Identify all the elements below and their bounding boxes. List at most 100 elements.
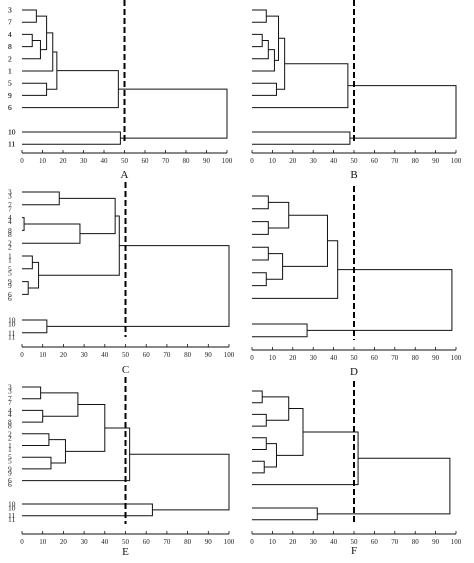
leaf-label-3: 3 bbox=[8, 6, 12, 15]
leaf-label-7: 7 bbox=[8, 204, 12, 213]
x-tick-label: 0 bbox=[20, 157, 24, 165]
merge-link bbox=[129, 453, 230, 511]
x-tick-label: 80 bbox=[412, 538, 420, 546]
merge-link bbox=[22, 32, 54, 72]
merge-link bbox=[22, 386, 42, 400]
leaf-label-9: 9 bbox=[8, 468, 12, 477]
x-tick-label: 0 bbox=[250, 157, 254, 165]
merge-link bbox=[307, 269, 453, 331]
x-tick-label: 10 bbox=[269, 157, 277, 165]
x-tick-label: 30 bbox=[310, 354, 318, 362]
leaf-label-9: 9 bbox=[8, 91, 12, 100]
x-tick-label: 30 bbox=[81, 538, 89, 546]
merge-link bbox=[22, 319, 48, 334]
x-tick-label: 80 bbox=[184, 538, 192, 546]
leaf-label-1: 1 bbox=[8, 252, 12, 261]
x-tick-label: 100 bbox=[451, 538, 462, 546]
leaf-label-2: 2 bbox=[8, 239, 12, 248]
x-tick-label: 40 bbox=[330, 157, 338, 165]
merge-link bbox=[347, 85, 457, 139]
merge-link bbox=[252, 195, 269, 210]
x-tick-label: 80 bbox=[412, 354, 420, 362]
panel-title: B bbox=[350, 169, 357, 181]
x-tick-label: 30 bbox=[310, 538, 318, 546]
leaf-label-6: 6 bbox=[8, 480, 12, 489]
leaf-label-11: 11 bbox=[8, 140, 15, 149]
leaf-label-7: 7 bbox=[8, 394, 12, 403]
leaf-label-3: 3 bbox=[8, 6, 12, 15]
leaf-label-10: 10 bbox=[8, 320, 16, 329]
leaf-label-6: 6 bbox=[8, 290, 12, 299]
merge-link bbox=[22, 70, 119, 109]
leaf-label-4: 4 bbox=[8, 410, 12, 419]
x-tick-label: 40 bbox=[101, 157, 109, 165]
merge-link bbox=[118, 88, 228, 139]
leaf-label-3: 3 bbox=[8, 192, 12, 201]
leaf-label-10: 10 bbox=[8, 128, 16, 137]
x-tick-label: 30 bbox=[80, 157, 88, 165]
x-tick-label: 30 bbox=[81, 351, 89, 359]
panel-title: F bbox=[351, 545, 357, 557]
x-tick-label: 20 bbox=[60, 157, 68, 165]
x-tick-label: 0 bbox=[250, 354, 254, 362]
merge-link bbox=[22, 191, 60, 206]
x-tick-label: 40 bbox=[330, 354, 338, 362]
x-tick-label: 10 bbox=[39, 157, 47, 165]
merge-link bbox=[252, 246, 269, 261]
leaf-label-4: 4 bbox=[8, 213, 12, 222]
x-tick-label: 50 bbox=[122, 351, 130, 359]
x-tick-label: 90 bbox=[432, 538, 440, 546]
merge-link bbox=[252, 437, 267, 450]
leaf-label-9: 9 bbox=[8, 281, 12, 290]
x-tick-label: 100 bbox=[224, 351, 235, 359]
merge-link bbox=[252, 390, 263, 404]
leaf-label-11: 11 bbox=[8, 140, 15, 149]
x-tick-label: 100 bbox=[222, 157, 233, 165]
x-tick-label: 60 bbox=[371, 538, 379, 546]
leaf-label-1: 1 bbox=[8, 441, 12, 450]
x-tick-label: 60 bbox=[371, 157, 379, 165]
x-tick-label: 80 bbox=[184, 351, 192, 359]
merge-link bbox=[252, 82, 277, 96]
x-tick-label: 50 bbox=[351, 538, 359, 546]
leaf-label-2: 2 bbox=[8, 433, 12, 442]
merge-link bbox=[252, 323, 308, 338]
leaf-label-6: 6 bbox=[8, 103, 12, 112]
x-tick-label: 20 bbox=[60, 538, 68, 546]
x-tick-label: 80 bbox=[183, 157, 191, 165]
x-tick-label: 90 bbox=[205, 351, 213, 359]
leaf-label-1: 1 bbox=[8, 67, 12, 76]
leaf-label-9: 9 bbox=[8, 91, 12, 100]
leaf-label-11: 11 bbox=[8, 511, 15, 520]
leaf-label-6: 6 bbox=[8, 103, 12, 112]
merge-link bbox=[22, 223, 81, 244]
leaf-label-7: 7 bbox=[8, 18, 12, 27]
x-tick-label: 30 bbox=[310, 157, 318, 165]
x-tick-label: 10 bbox=[39, 538, 47, 546]
merge-link bbox=[22, 255, 33, 270]
x-tick-label: 100 bbox=[224, 538, 235, 546]
merge-link bbox=[36, 15, 48, 51]
merge-link bbox=[252, 63, 349, 109]
leaf-label-10: 10 bbox=[8, 500, 16, 509]
leaf-label-1: 1 bbox=[8, 256, 12, 265]
panel-title: C bbox=[122, 364, 129, 376]
x-tick-label: 20 bbox=[289, 538, 297, 546]
leaf-label-8: 8 bbox=[8, 42, 12, 51]
x-tick-label: 60 bbox=[371, 354, 379, 362]
x-tick-label: 90 bbox=[205, 538, 213, 546]
x-tick-label: 90 bbox=[432, 157, 440, 165]
x-tick-label: 90 bbox=[432, 354, 440, 362]
leaf-label-5: 5 bbox=[8, 79, 12, 88]
leaf-label-8: 8 bbox=[8, 230, 12, 239]
leaf-label-5: 5 bbox=[8, 79, 12, 88]
leaf-label-6: 6 bbox=[8, 294, 12, 303]
x-tick-label: 50 bbox=[351, 157, 359, 165]
merge-link bbox=[22, 503, 153, 517]
merge-link bbox=[46, 245, 230, 327]
x-tick-label: 50 bbox=[122, 538, 130, 546]
merge-link bbox=[22, 217, 25, 231]
x-tick-label: 20 bbox=[60, 351, 68, 359]
